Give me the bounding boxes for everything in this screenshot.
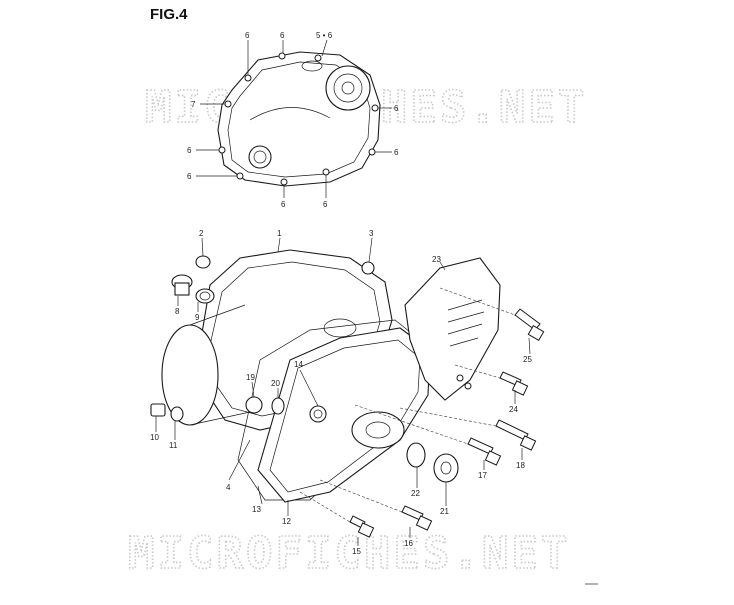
callout-top-7: 6 xyxy=(187,172,192,181)
callout-23: 23 xyxy=(432,255,441,264)
callout-20: 20 xyxy=(271,379,280,388)
callout-16: 16 xyxy=(404,539,413,548)
watermark-bottom: MICROFICHES.NET xyxy=(128,528,570,579)
top-callout-labels: 6 6 5 • 6 7 6 6 6 6 6 6 xyxy=(187,31,399,209)
callout-top-3: 7 xyxy=(191,100,196,109)
callout-19: 19 xyxy=(246,373,255,382)
callout-13: 13 xyxy=(252,505,261,514)
callout-top-8: 6 xyxy=(281,200,286,209)
callout-10: 10 xyxy=(150,433,159,442)
callout-21: 21 xyxy=(440,507,449,516)
callout-top-2: 5 • 6 xyxy=(316,31,333,40)
callout-top-0: 6 xyxy=(245,31,250,40)
callout-top-6: 6 xyxy=(394,148,399,157)
callout-12: 12 xyxy=(282,517,291,526)
callout-top-5: 6 xyxy=(187,146,192,155)
callout-2: 2 xyxy=(199,229,204,238)
callout-8: 8 xyxy=(175,307,180,316)
callout-4: 4 xyxy=(226,483,231,492)
clutch-cover-top-view xyxy=(217,51,381,187)
callout-24: 24 xyxy=(509,405,518,414)
callout-17: 17 xyxy=(478,471,487,480)
callout-14: 14 xyxy=(294,360,303,369)
callout-top-4: 6 xyxy=(394,104,399,113)
bolts xyxy=(349,308,545,538)
figure-title: FIG.4 xyxy=(150,6,188,23)
callout-22: 22 xyxy=(411,489,420,498)
bottom-leader-lines xyxy=(155,237,531,546)
callout-3: 3 xyxy=(369,229,374,238)
callout-top-1: 6 xyxy=(280,31,285,40)
callout-25: 25 xyxy=(523,355,532,364)
top-leader-lines xyxy=(196,39,392,198)
bottom-callout-labels: 1 2 3 8 9 23 25 14 19 20 24 10 11 18 4 1… xyxy=(150,229,532,556)
callout-top-9: 6 xyxy=(323,200,328,209)
callout-11: 11 xyxy=(169,441,178,450)
exploded-assembly xyxy=(150,249,545,538)
callout-15: 15 xyxy=(352,547,361,556)
callout-9: 9 xyxy=(195,313,200,322)
callout-18: 18 xyxy=(516,461,525,470)
callout-1: 1 xyxy=(277,229,282,238)
